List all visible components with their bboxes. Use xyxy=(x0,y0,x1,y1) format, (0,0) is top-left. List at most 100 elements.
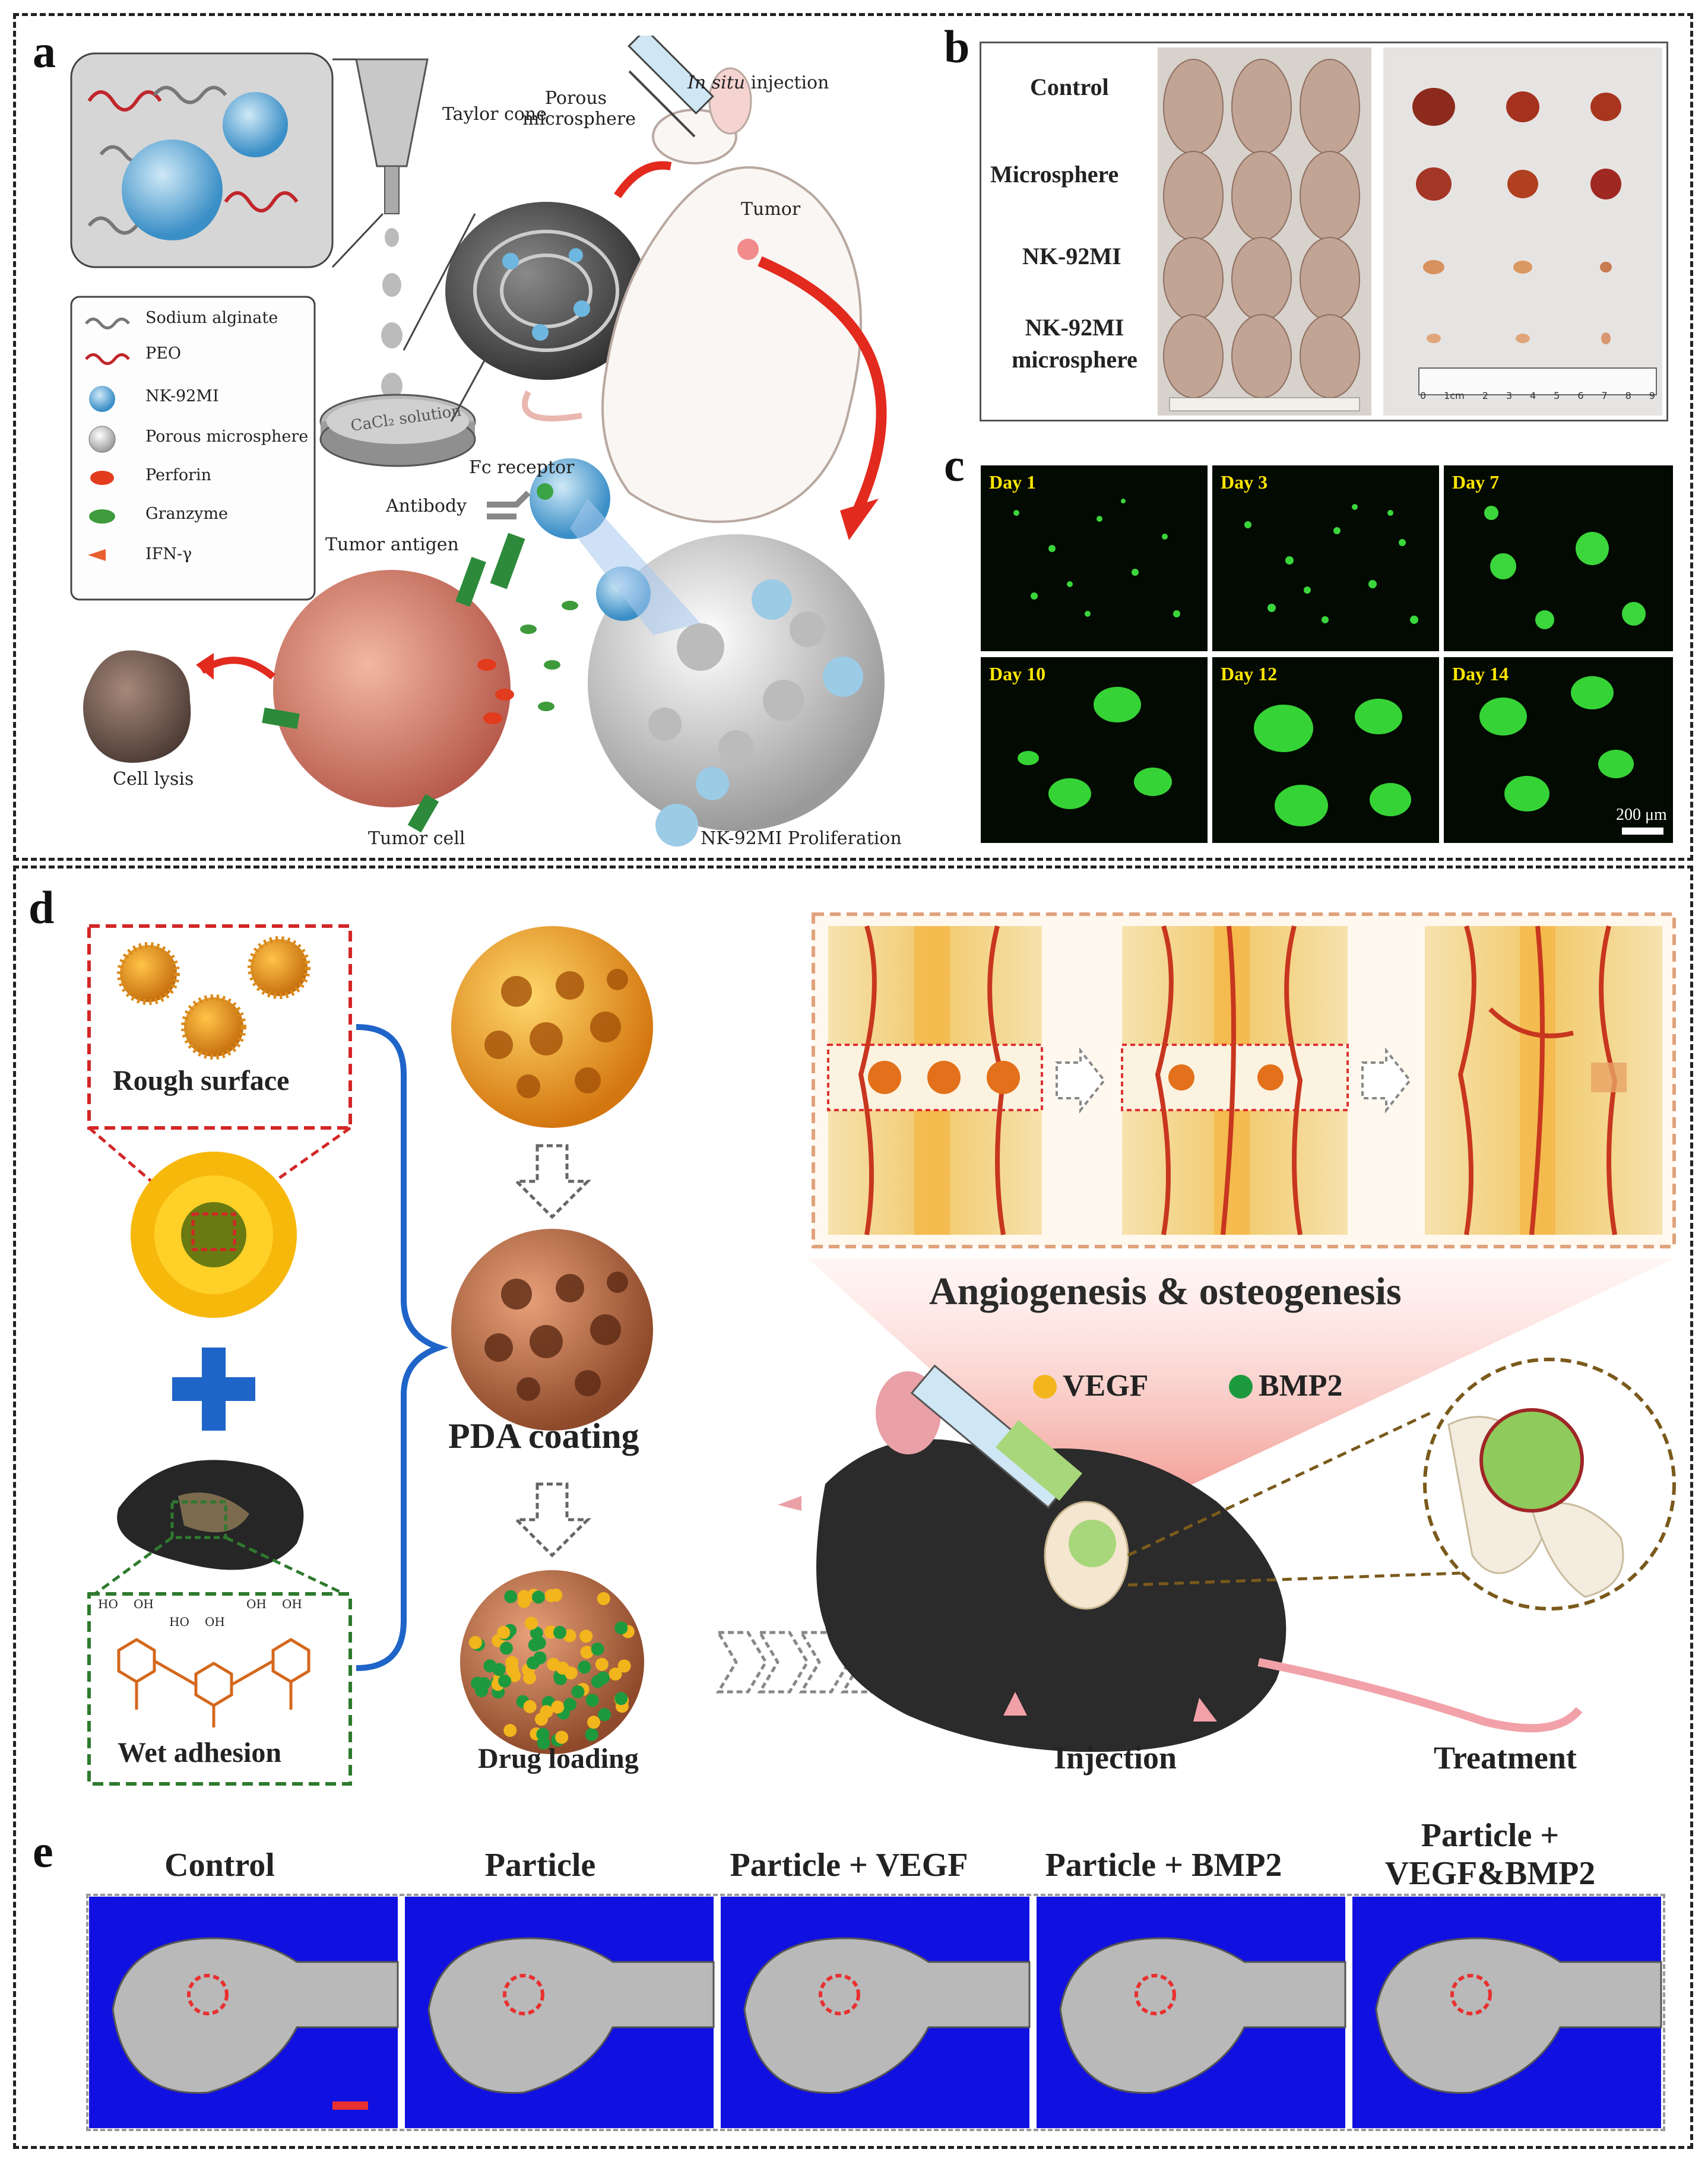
vegf-dot-icon xyxy=(579,1630,593,1643)
defect-marker-circle xyxy=(187,1974,229,2015)
porous-microsphere-cutaway xyxy=(445,202,647,380)
bmp2-dot-icon xyxy=(591,1642,604,1656)
vegf-label: VEGF xyxy=(1063,1369,1149,1403)
micrograph-day-1: Day 1 xyxy=(981,465,1208,651)
mouse-illustration xyxy=(601,166,862,523)
micrograph-day-14: Day 14 200 μm xyxy=(1444,657,1673,843)
tumor-photo xyxy=(1383,47,1662,416)
ct-images xyxy=(89,1897,1662,2128)
tumor-sample xyxy=(1590,93,1621,121)
cell-cluster-icon xyxy=(1244,504,1418,624)
rough-surface-label: Rough surface xyxy=(113,1065,290,1096)
cell-cluster-icon xyxy=(1479,676,1634,811)
panel-a-illustration xyxy=(70,36,887,847)
vegf-dot-icon xyxy=(609,1667,622,1681)
injection-text: injection xyxy=(745,72,829,93)
vegf-dot-icon xyxy=(506,1663,519,1676)
bmp2-dot-icon xyxy=(571,1685,585,1698)
row-label-nk-92mi-microsphere: NK-92MI microsphere xyxy=(1012,314,1137,373)
top-panel-frame xyxy=(13,13,1693,861)
panel-e-label: e xyxy=(33,1825,53,1877)
row-label-microsphere: Microsphere xyxy=(990,161,1119,188)
scale-bar xyxy=(1622,828,1663,835)
vegf-dot-icon xyxy=(523,1700,537,1713)
pda-coating-label: PDA coating xyxy=(448,1416,639,1456)
bmp2-dot-icon xyxy=(492,1663,506,1676)
bone-stage-3 xyxy=(1425,925,1662,1235)
bmp2-dot-icon xyxy=(500,1641,514,1655)
micrograph-day-7: Day 7 xyxy=(1444,465,1673,651)
bmp2-dot-icon xyxy=(1229,1375,1253,1399)
hollow-down-arrow-icon xyxy=(512,1144,592,1219)
micrograph-day-12: Day 12 xyxy=(1212,657,1439,843)
vegf-dot-icon xyxy=(497,1625,511,1639)
ruler-ticks: 0 1cm 2 3 4 5 6 7 8 9 xyxy=(1420,390,1655,401)
knee-joint-icon xyxy=(1044,1501,1129,1610)
tumor-sample xyxy=(1513,261,1532,274)
ruler-tick: 9 xyxy=(1649,390,1655,401)
in-situ-injection-label: In situ injection xyxy=(687,72,829,93)
bmp2-dot-icon xyxy=(531,1590,545,1604)
nk-cell-icon xyxy=(223,92,288,157)
legend-nk-92mi: NK-92MI xyxy=(145,387,219,405)
vegf-dot-icon xyxy=(617,1659,631,1673)
vegf-dot-icon xyxy=(468,1635,482,1649)
black-mouse-illustration xyxy=(778,1371,1583,1752)
group-label-particle-bmp2: Particle + BMP2 xyxy=(1045,1847,1282,1884)
vegf-dot-icon xyxy=(580,1646,594,1659)
femur-ct-render xyxy=(1059,1937,1346,2094)
tumor-sample xyxy=(1507,170,1538,198)
vegf-dot-icon xyxy=(544,1589,558,1602)
bmp2-dot-icon xyxy=(578,1660,591,1674)
femur-ct-render xyxy=(743,1937,1031,2094)
ruler-tick: 2 xyxy=(1482,390,1488,401)
ruler-tick: 5 xyxy=(1554,390,1560,401)
cell-cluster-icon xyxy=(1018,687,1172,809)
cell-lysis-label: Cell lysis xyxy=(113,769,194,790)
day-label: Day 12 xyxy=(1221,663,1278,684)
bmp2-dot-icon xyxy=(585,1694,599,1707)
row-label-nk-92mi: NK-92MI xyxy=(1022,243,1121,270)
vegf-dot-icon xyxy=(523,1671,537,1685)
wet-adhesion-label: Wet adhesion xyxy=(118,1737,282,1768)
panel-d-label: d xyxy=(28,882,55,933)
bmp2-dot-icon xyxy=(591,1675,604,1688)
femur-ct-render xyxy=(1375,1937,1662,2094)
legend-perforin: Perforin xyxy=(145,466,212,484)
blue-brace-icon xyxy=(356,1024,449,1671)
day-label: Day 3 xyxy=(1221,471,1268,493)
bmp2-dot-icon xyxy=(504,1590,518,1603)
legend-granzyme: Granzyme xyxy=(145,505,229,523)
ruler-tick: 4 xyxy=(1530,390,1536,401)
tumor-sample xyxy=(1601,332,1611,344)
rough-surface-box xyxy=(87,924,352,1130)
tumor-sample xyxy=(1423,260,1444,274)
scale-bar xyxy=(332,2101,368,2110)
hydroxyl-label: OH xyxy=(205,1615,225,1629)
group-label-particle-vegf-bmp2: Particle + VEGF&BMP2 xyxy=(1384,1817,1596,1892)
micrograph-day-3: Day 3 xyxy=(1212,465,1439,651)
bmp2-dot-icon xyxy=(563,1698,577,1711)
legend-ifn-gamma: IFN-γ xyxy=(145,545,192,563)
fc-receptor-label: Fc receptor xyxy=(469,457,575,478)
bmp2-dot-icon xyxy=(537,1736,550,1750)
bmp2-dot-icon xyxy=(614,1621,628,1635)
mice-photo xyxy=(1158,47,1371,416)
bmp2-dot-icon xyxy=(498,1674,512,1688)
ruler-tick: 8 xyxy=(1625,390,1631,401)
syringe-icon xyxy=(628,36,714,138)
bottom-panel-frame xyxy=(13,866,1693,2149)
hydroxyl-label: HO xyxy=(169,1615,189,1629)
tumor-sample xyxy=(1427,334,1441,343)
legend-box xyxy=(70,296,316,601)
hollow-right-arrow-icon xyxy=(1361,1047,1412,1114)
cell-cluster-icon xyxy=(1013,499,1180,617)
row-label-control: Control xyxy=(1030,74,1109,100)
ct-image-strip xyxy=(86,1894,1665,2131)
porous-microsphere-label: Porous microsphere xyxy=(522,88,636,129)
dopamine-structure xyxy=(117,1638,310,1727)
tumor-antigen-label: Tumor antigen xyxy=(325,534,459,555)
cell-cluster-icon xyxy=(1254,699,1411,826)
panel-c-label: c xyxy=(944,439,965,491)
femur-ct-render xyxy=(112,1937,399,2094)
